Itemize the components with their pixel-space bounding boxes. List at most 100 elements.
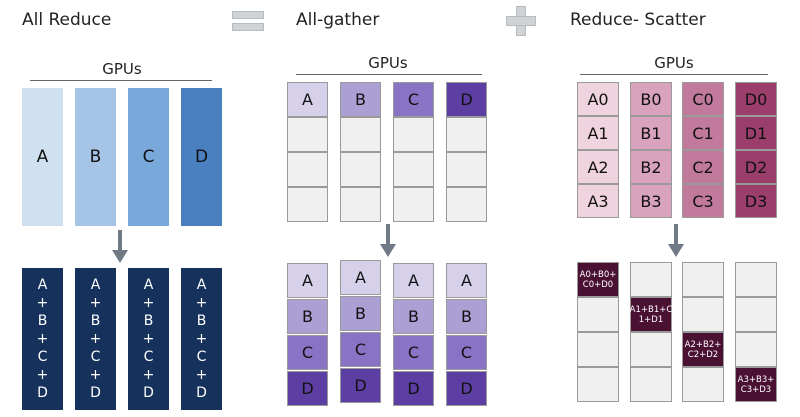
all-gather-output-cell: A <box>446 263 487 298</box>
all-gather-empty-cell <box>393 117 434 152</box>
reduce-scatter-input-cell: B1 <box>630 116 672 150</box>
result-text-line: A3+B3+ <box>737 374 775 385</box>
reduce-scatter-result-cell: A2+B2+C2+D2 <box>682 332 724 367</box>
all-gather-output-cell: B <box>340 296 381 331</box>
sum-term: C <box>196 349 207 365</box>
plus-sign: + <box>36 367 49 383</box>
all-reduce-result-gpu-b: A+B+C+D <box>75 268 116 410</box>
plus-sign: + <box>89 295 102 311</box>
reduce-scatter-input-cell: C3 <box>682 184 724 218</box>
plus-sign: + <box>142 295 155 311</box>
all-gather-output-cell: C <box>287 335 328 370</box>
reduce-scatter-empty-cell <box>735 332 777 367</box>
reduce-scatter-empty-cell <box>735 297 777 332</box>
reduce-scatter-result-cell: A0+B0+C0+D0 <box>577 262 619 297</box>
reduce-scatter-empty-cell <box>630 332 672 367</box>
sum-term: A <box>143 277 154 293</box>
sum-term: A <box>90 277 101 293</box>
reduce-scatter-input-cell: A2 <box>577 150 619 184</box>
sum-term: B <box>196 313 207 329</box>
plus-sign: + <box>89 367 102 383</box>
reduce-scatter-input-cell: A3 <box>577 184 619 218</box>
reduce-scatter-empty-cell <box>577 367 619 402</box>
all-gather-output-cell: D <box>287 371 328 406</box>
result-text-line: 1+D1 <box>638 314 664 325</box>
reduce-scatter-empty-cell <box>577 332 619 367</box>
reduce-scatter-input-cell: C2 <box>682 150 724 184</box>
all-gather-output-cell: D <box>393 371 434 406</box>
all-reduce-gpu-a: A <box>22 88 63 226</box>
all-gather-input-cell: C <box>393 82 434 117</box>
reduce-scatter-input-cell: A1 <box>577 116 619 150</box>
sum-term: A <box>37 277 48 293</box>
all-reduce-result-gpu-a: A+B+C+D <box>22 268 63 410</box>
sum-term: A <box>196 277 207 293</box>
all-gather-output-cell: A <box>287 263 328 298</box>
all-gather-empty-cell <box>287 117 328 152</box>
sum-term: D <box>143 385 154 401</box>
all-reduce-gpu-b: B <box>75 88 116 226</box>
all-gather-output-cell: B <box>393 299 434 334</box>
reduce-scatter-input-cell: C1 <box>682 116 724 150</box>
plus-sign: + <box>142 331 155 347</box>
all-gather-empty-cell <box>340 152 381 187</box>
all-gather-output-cell: B <box>446 299 487 334</box>
sum-text: A+B+C+D <box>90 276 102 402</box>
all-gather-empty-cell <box>340 117 381 152</box>
all-gather-title: All-gather <box>296 10 380 30</box>
plus-sign: + <box>36 331 49 347</box>
reduce-scatter-input-cell: B3 <box>630 184 672 218</box>
all-gather-empty-cell <box>340 187 381 222</box>
all-reduce-arrow-down-icon <box>112 230 128 263</box>
all-reduce-gpus-label: GPUs <box>102 60 142 78</box>
sum-term: B <box>143 313 154 329</box>
equals-icon <box>232 9 264 33</box>
all-gather-empty-cell <box>446 152 487 187</box>
sum-term: C <box>143 349 154 365</box>
all-gather-output-cell: C <box>393 335 434 370</box>
reduce-scatter-empty-cell <box>630 262 672 297</box>
reduce-scatter-input-cell: B2 <box>630 150 672 184</box>
plus-sign: + <box>195 331 208 347</box>
reduce-scatter-empty-cell <box>577 297 619 332</box>
sum-term: C <box>37 349 48 365</box>
all-gather-empty-cell <box>446 187 487 222</box>
reduce-scatter-empty-cell <box>682 262 724 297</box>
result-text-line: C0+D0 <box>582 279 614 290</box>
reduce-scatter-input-cell: D1 <box>735 116 777 150</box>
all-gather-gpus-rule <box>296 74 482 75</box>
sum-text: A+B+C+D <box>143 276 155 402</box>
reduce-scatter-result-cell: A3+B3+C3+D3 <box>735 367 777 402</box>
all-gather-output-cell: D <box>446 371 487 406</box>
all-gather-output-cell: C <box>340 332 381 367</box>
all-gather-empty-cell <box>287 152 328 187</box>
all-gather-output-cell: D <box>340 368 381 403</box>
reduce-scatter-input-cell: D2 <box>735 150 777 184</box>
all-gather-empty-cell <box>287 187 328 222</box>
reduce-scatter-input-cell: D3 <box>735 184 777 218</box>
all-reduce-result-gpu-c: A+B+C+D <box>128 268 169 410</box>
reduce-scatter-empty-cell <box>682 297 724 332</box>
all-gather-input-cell: B <box>340 82 381 117</box>
result-text-line: C3+D3 <box>740 384 772 395</box>
all-gather-output-cell: C <box>446 335 487 370</box>
all-gather-empty-cell <box>446 117 487 152</box>
all-gather-empty-cell <box>393 187 434 222</box>
reduce-scatter-input-cell: A0 <box>577 82 619 116</box>
reduce-scatter-empty-cell <box>682 367 724 402</box>
sum-term: D <box>37 385 48 401</box>
reduce-scatter-input-cell: D0 <box>735 82 777 116</box>
reduce-scatter-empty-cell <box>735 262 777 297</box>
plus-sign: + <box>195 295 208 311</box>
result-text-line: A0+B0+ <box>579 269 617 280</box>
all-reduce-gpu-d: D <box>181 88 222 226</box>
result-text-line: C2+D2 <box>687 349 719 360</box>
all-gather-arrow-down-icon <box>380 224 396 257</box>
reduce-scatter-input-cell: B0 <box>630 82 672 116</box>
all-gather-empty-cell <box>393 152 434 187</box>
reduce-scatter-title: Reduce- Scatter <box>570 10 706 30</box>
all-reduce-gpus-rule <box>30 80 212 81</box>
reduce-scatter-gpus-label: GPUs <box>654 54 694 72</box>
sum-term: D <box>90 385 101 401</box>
